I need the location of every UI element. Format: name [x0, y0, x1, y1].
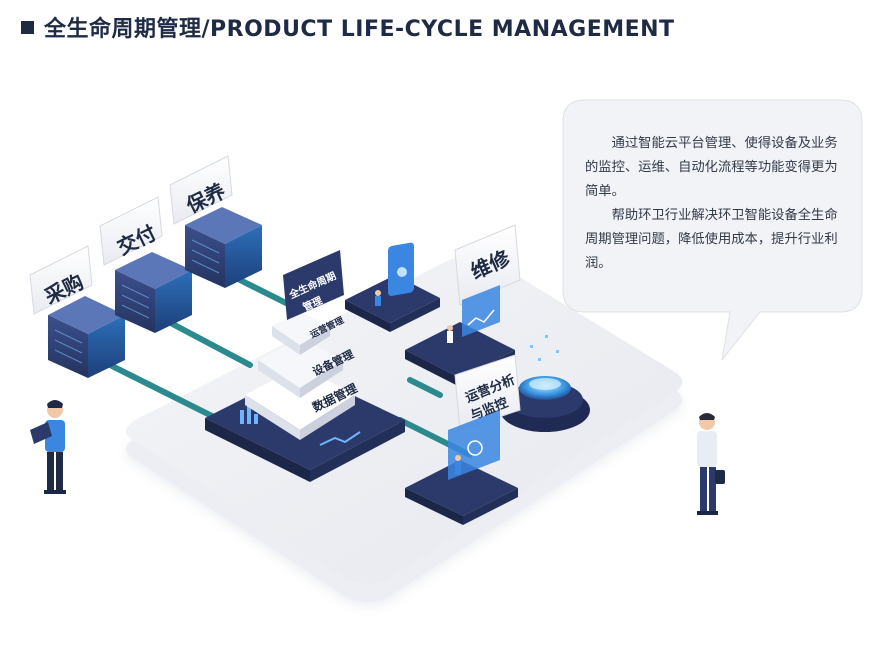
title-bullet-icon [21, 20, 34, 34]
data-orb [500, 335, 590, 432]
section-header: 全生命周期管理/PRODUCT LIFE-CYCLE MANAGEMENT [21, 12, 675, 42]
speech-bubble [562, 99, 863, 361]
bubble-paragraph-2: 帮助环卫行业解决环卫智能设备全生命周期管理问题，降低使用成本，提升行业利润。 [585, 208, 838, 271]
bubble-paragraph-1: 通过智能云平台管理、使得设备及业务的监控、运维、自动化流程等功能变得更为简单。 [585, 136, 838, 199]
pyramid: 数据管理 设备管理 运营管理 [245, 312, 359, 440]
mobile-platform [345, 242, 440, 332]
worker-figures [375, 290, 461, 475]
businessman [697, 413, 725, 515]
server-cube-purchase [48, 296, 125, 378]
tag-lifecycle-management: 全生命周期 管理 [283, 250, 344, 320]
server-cube-delivery [115, 252, 192, 333]
server-cube-warranty [185, 207, 262, 288]
bubble-text: 通过智能云平台管理、使得设备及业务的监控、运维、自动化流程等功能变得更为简单。 … [585, 132, 839, 276]
page-title: 全生命周期管理/PRODUCT LIFE-CYCLE MANAGEMENT [44, 17, 675, 42]
tag-maintenance: 维修 [454, 224, 521, 306]
person-with-laptop [30, 400, 66, 494]
tag-operations-analysis: 运营分析 与监控 [454, 354, 521, 431]
